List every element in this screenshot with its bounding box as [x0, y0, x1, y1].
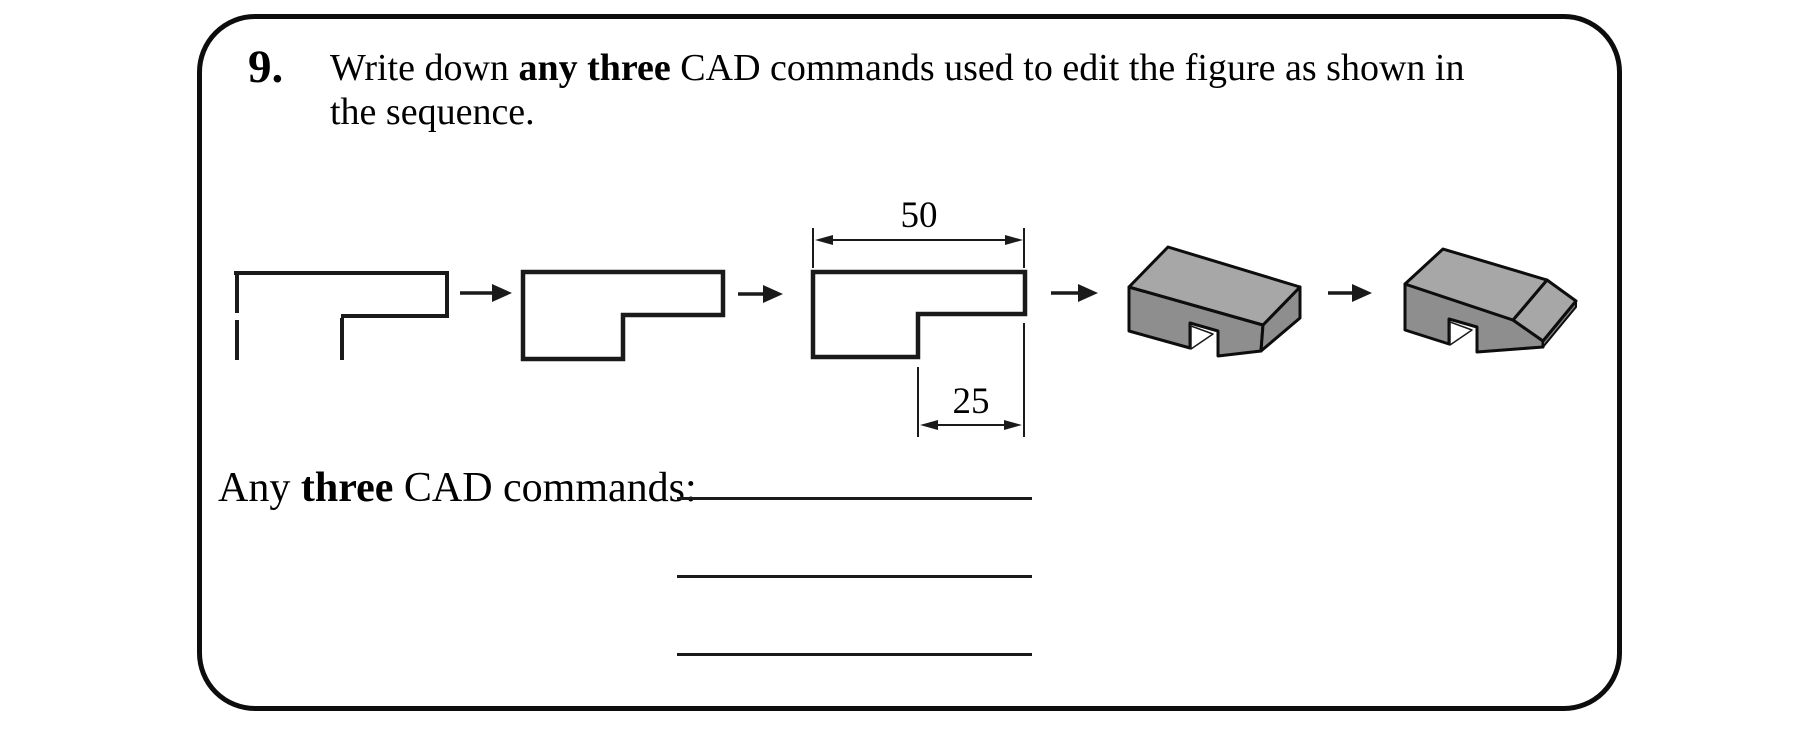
question-number: 9. [248, 41, 284, 93]
dimensioned-profile-outline [810, 269, 1028, 360]
dim-width-label: 50 [901, 195, 938, 236]
answer-bold-word: three [300, 465, 394, 511]
dim-notch-label: 25 [953, 381, 990, 422]
solid-notch-opening [1190, 325, 1214, 350]
answer-blank-3[interactable] [677, 611, 1032, 656]
arrow-right-icon [1352, 284, 1372, 302]
width-dimension: 50 [812, 195, 1025, 268]
solid-notch-opening [1449, 321, 1473, 346]
figure-step-5-chamfered-solid [1403, 247, 1578, 354]
figure-step-1-open-sketch [234, 271, 449, 360]
answer-label: Any three CAD commands: [218, 465, 697, 511]
question-text-line2: the sequence. [330, 91, 535, 133]
sequence-arrow-1 [460, 284, 512, 302]
dim-arrow-left-icon [815, 235, 833, 245]
figure-step-2-closed-profile [520, 269, 726, 362]
question-bold-phrase: any three [518, 47, 671, 89]
figure-step-3-dimensioned-profile: 50 25 [810, 195, 1028, 437]
solid-top-face [1127, 245, 1302, 327]
sequence-arrow-4 [1328, 284, 1372, 302]
question-frame [197, 14, 1622, 711]
sequence-arrow-2 [738, 285, 783, 303]
answer-blank-1[interactable] [677, 455, 1032, 500]
sequence-arrow-3 [1051, 284, 1098, 302]
question-text: Write down any three CAD commands used t… [330, 46, 1464, 134]
notch-dimension: 25 [917, 323, 1025, 437]
solid-top-face [1403, 247, 1549, 322]
dim-arrow-right-icon [1005, 235, 1023, 245]
arrow-right-icon [1078, 284, 1098, 302]
arrow-right-icon [492, 284, 512, 302]
question-text-line1: Write down any three CAD commands used t… [330, 47, 1465, 89]
answer-blank-2[interactable] [677, 533, 1032, 578]
dim-arrow-right-icon [1004, 420, 1022, 430]
figure-step-4-extruded-solid [1127, 245, 1302, 358]
closed-profile-outline [520, 269, 726, 362]
arrow-right-icon [763, 285, 783, 303]
dim-arrow-left-icon [920, 420, 938, 430]
